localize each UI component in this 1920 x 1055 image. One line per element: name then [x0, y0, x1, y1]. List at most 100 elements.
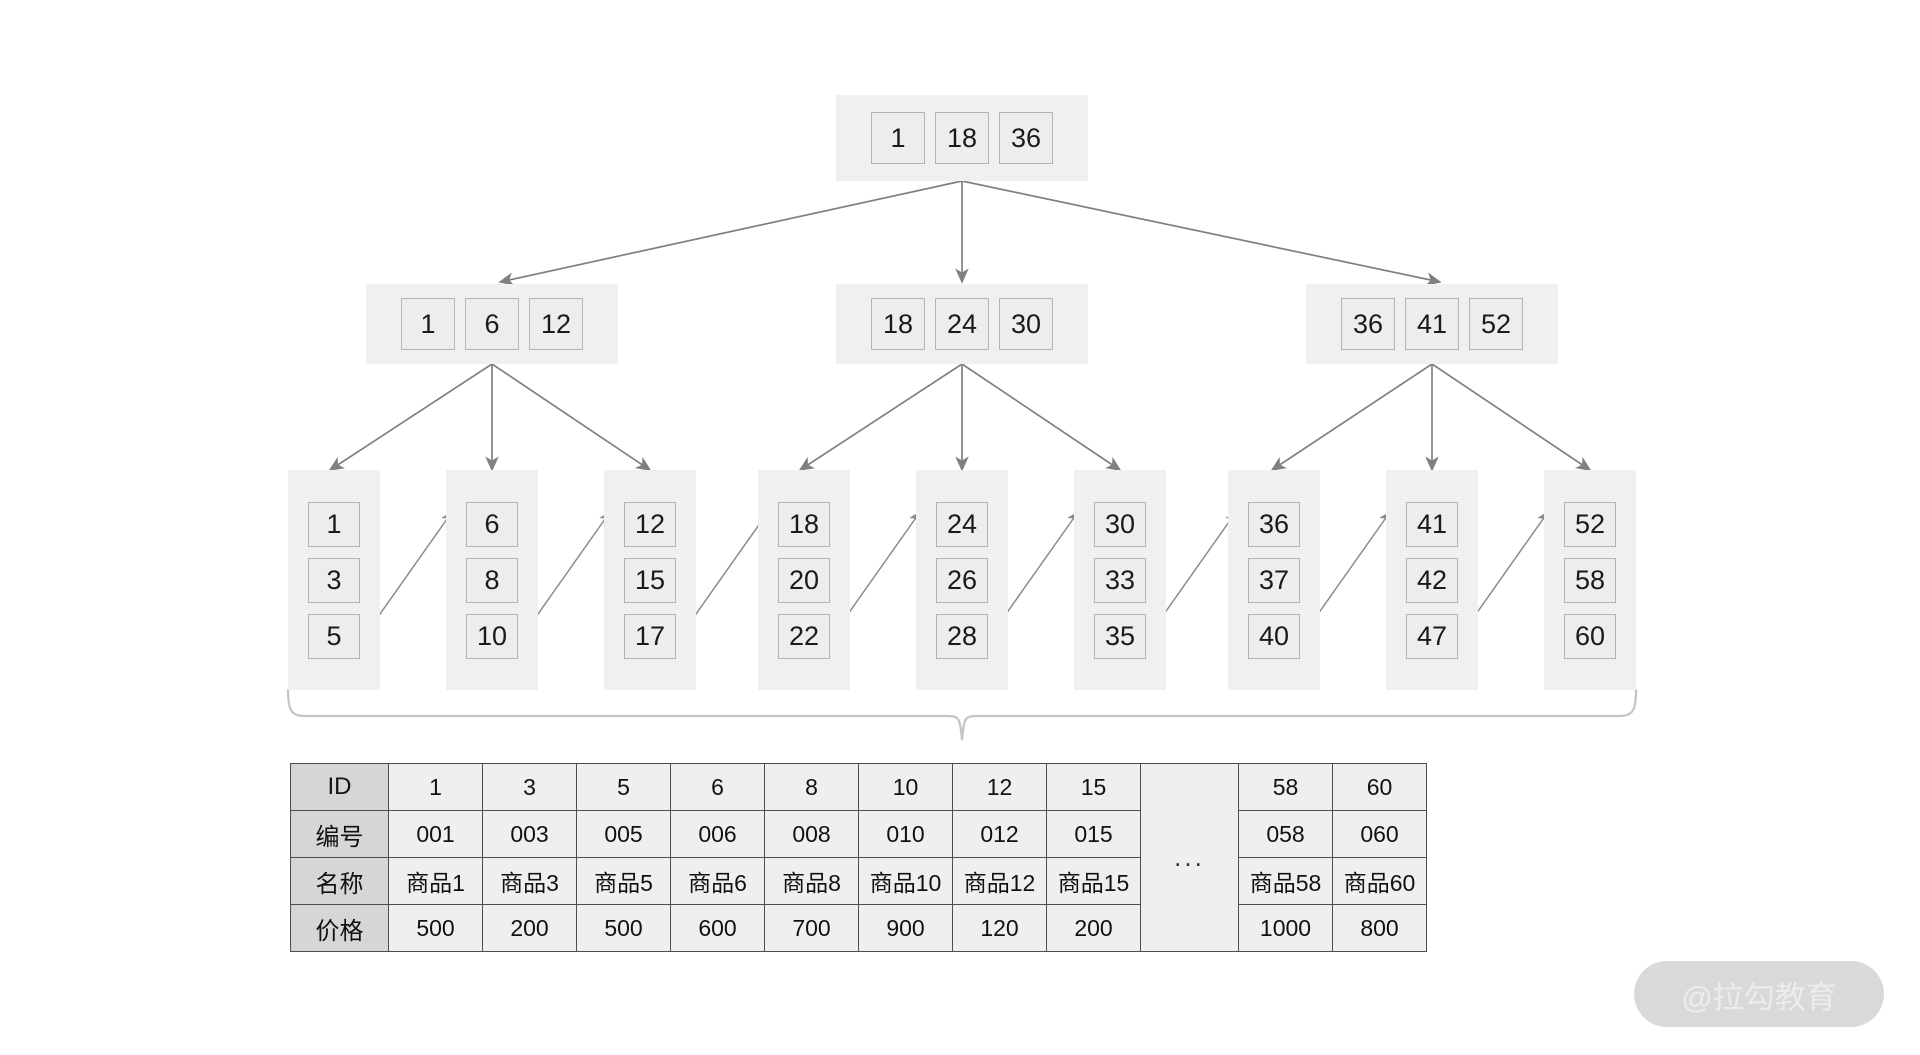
leaf-key-cell[interactable]: 52	[1564, 501, 1616, 547]
row-label-name: 名称	[290, 857, 389, 905]
internal-key-cell[interactable]: 12	[529, 298, 583, 350]
leaf-key-cell[interactable]: 3	[308, 557, 360, 603]
cell-price: 200	[482, 904, 577, 952]
leaf-key-cell[interactable]: 15	[624, 557, 676, 603]
edges-internal2-to-leaves	[798, 363, 1122, 472]
cell-code: 001	[388, 810, 483, 858]
cell-id: 1	[388, 763, 483, 811]
leaf-key-cell[interactable]: 10	[466, 613, 518, 659]
leaf-node-2[interactable]: 6 8 10	[446, 470, 538, 690]
cell-name: 商品10	[858, 857, 953, 905]
leaf-key-cell[interactable]: 24	[936, 501, 988, 547]
internal-key-cell[interactable]: 6	[465, 298, 519, 350]
internal-key-cell[interactable]: 52	[1469, 298, 1523, 350]
internal-node-1[interactable]: 1 6 12	[366, 284, 618, 364]
cell-id: 60	[1332, 763, 1427, 811]
leaf-key-cell[interactable]: 60	[1564, 613, 1616, 659]
leaf-key-cell[interactable]: 8	[466, 557, 518, 603]
cell-price: 700	[764, 904, 859, 952]
cell-price: 120	[952, 904, 1047, 952]
cell-code: 060	[1332, 810, 1427, 858]
row-label-price: 价格	[290, 904, 389, 952]
cell-id: 15	[1046, 763, 1141, 811]
cell-price: 500	[388, 904, 483, 952]
leaf-key-cell[interactable]: 12	[624, 501, 676, 547]
internal-node-2[interactable]: 18 24 30	[836, 284, 1088, 364]
cell-name: 商品1	[388, 857, 483, 905]
cell-name: 商品5	[576, 857, 671, 905]
record-data-table: ID 1 3 5 6 8 10 12 15 ... 58 60 编号 001 0…	[290, 763, 1427, 952]
leaf-key-cell[interactable]: 6	[466, 501, 518, 547]
leaf-key-cell[interactable]: 20	[778, 557, 830, 603]
watermark: @拉勾教育	[1634, 961, 1884, 1027]
internal-key-cell[interactable]: 18	[871, 298, 925, 350]
internal-key-cell[interactable]: 30	[999, 298, 1053, 350]
leaf-key-cell[interactable]: 17	[624, 613, 676, 659]
cell-name: 商品12	[952, 857, 1047, 905]
root-key-cell[interactable]: 36	[999, 112, 1053, 164]
cell-id: 3	[482, 763, 577, 811]
cell-id: 58	[1238, 763, 1333, 811]
table-row-id: ID 1 3 5 6 8 10 12 15 ... 58 60	[290, 763, 1427, 952]
cell-price: 500	[576, 904, 671, 952]
cell-name: 商品15	[1046, 857, 1141, 905]
root-key-cell[interactable]: 1	[871, 112, 925, 164]
cell-code: 005	[576, 810, 671, 858]
leaf-key-cell[interactable]: 35	[1094, 613, 1146, 659]
leaf-key-cell[interactable]: 5	[308, 613, 360, 659]
cell-id: 5	[576, 763, 671, 811]
leaf-key-cell[interactable]: 30	[1094, 501, 1146, 547]
cell-price: 900	[858, 904, 953, 952]
leaf-node-5[interactable]: 24 26 28	[916, 470, 1008, 690]
row-label-id: ID	[290, 763, 389, 811]
root-node[interactable]: 1 18 36	[836, 95, 1088, 181]
leaf-node-1[interactable]: 1 3 5	[288, 470, 380, 690]
leaf-key-cell[interactable]: 36	[1248, 501, 1300, 547]
leaf-node-4[interactable]: 18 20 22	[758, 470, 850, 690]
leaf-node-7[interactable]: 36 37 40	[1228, 470, 1320, 690]
edges-internal3-to-leaves	[1270, 363, 1592, 472]
cell-code: 012	[952, 810, 1047, 858]
brace-leaves-to-table	[286, 688, 1638, 741]
leaf-node-3[interactable]: 12 15 17	[604, 470, 696, 690]
cell-code: 058	[1238, 810, 1333, 858]
cell-id: 6	[670, 763, 765, 811]
cell-id: 8	[764, 763, 859, 811]
leaf-key-cell[interactable]: 41	[1406, 501, 1458, 547]
internal-key-cell[interactable]: 36	[1341, 298, 1395, 350]
table-row-code: 编号 001 003 005 006 008 010 012 015 058 0…	[290, 810, 1427, 858]
leaf-node-9[interactable]: 52 58 60	[1544, 470, 1636, 690]
table-row-price: 价格 500 200 500 600 700 900 120 200 1000 …	[290, 904, 1427, 952]
cell-id: 10	[858, 763, 953, 811]
cell-code: 010	[858, 810, 953, 858]
leaf-key-cell[interactable]: 40	[1248, 613, 1300, 659]
leaf-key-cell[interactable]: 28	[936, 613, 988, 659]
cell-code: 003	[482, 810, 577, 858]
cell-code: 008	[764, 810, 859, 858]
leaf-key-cell[interactable]: 22	[778, 613, 830, 659]
leaf-key-cell[interactable]: 47	[1406, 613, 1458, 659]
leaf-key-cell[interactable]: 18	[778, 501, 830, 547]
internal-key-cell[interactable]: 41	[1405, 298, 1459, 350]
edges-root-to-internal	[498, 180, 1442, 286]
internal-key-cell[interactable]: 24	[935, 298, 989, 350]
internal-node-3[interactable]: 36 41 52	[1306, 284, 1558, 364]
internal-key-cell[interactable]: 1	[401, 298, 455, 350]
cell-name: 商品60	[1332, 857, 1427, 905]
edges-internal1-to-leaves	[328, 363, 652, 472]
cell-code: 006	[670, 810, 765, 858]
cell-name: 商品8	[764, 857, 859, 905]
leaf-key-cell[interactable]: 26	[936, 557, 988, 603]
leaf-key-cell[interactable]: 58	[1564, 557, 1616, 603]
cell-code: 015	[1046, 810, 1141, 858]
cell-name: 商品3	[482, 857, 577, 905]
row-label-code: 编号	[290, 810, 389, 858]
leaf-node-6[interactable]: 30 33 35	[1074, 470, 1166, 690]
root-key-cell[interactable]: 18	[935, 112, 989, 164]
leaf-node-8[interactable]: 41 42 47	[1386, 470, 1478, 690]
leaf-key-cell[interactable]: 42	[1406, 557, 1458, 603]
leaf-key-cell[interactable]: 33	[1094, 557, 1146, 603]
leaf-key-cell[interactable]: 37	[1248, 557, 1300, 603]
leaf-key-cell[interactable]: 1	[308, 501, 360, 547]
